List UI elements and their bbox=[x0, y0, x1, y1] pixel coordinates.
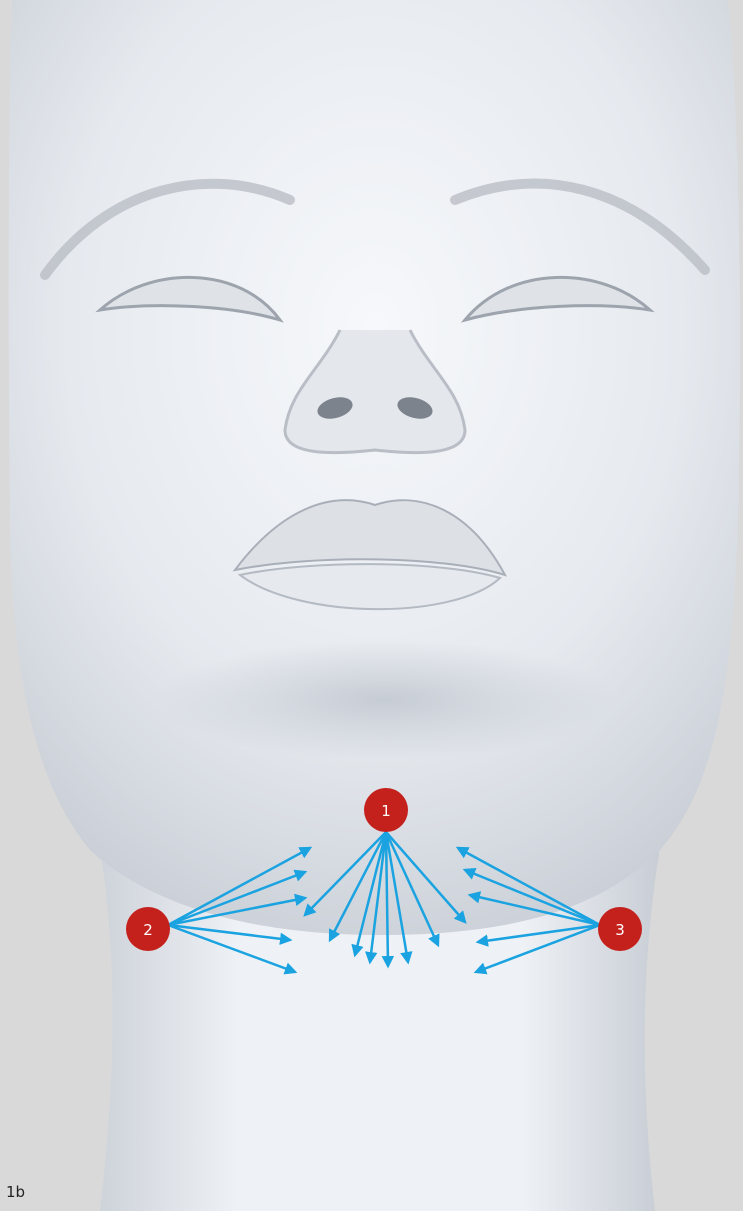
marker-3-label: 3 bbox=[615, 921, 625, 939]
marker-2-label: 2 bbox=[143, 921, 153, 939]
marker-3: 3 bbox=[598, 907, 642, 951]
chin-shadow bbox=[155, 640, 615, 760]
marker-2: 2 bbox=[126, 907, 170, 951]
marker-1-label: 1 bbox=[381, 802, 391, 820]
marker-1: 1 bbox=[364, 788, 408, 832]
figure-label: 1b bbox=[6, 1183, 25, 1201]
face-illustration bbox=[9, 0, 740, 1211]
